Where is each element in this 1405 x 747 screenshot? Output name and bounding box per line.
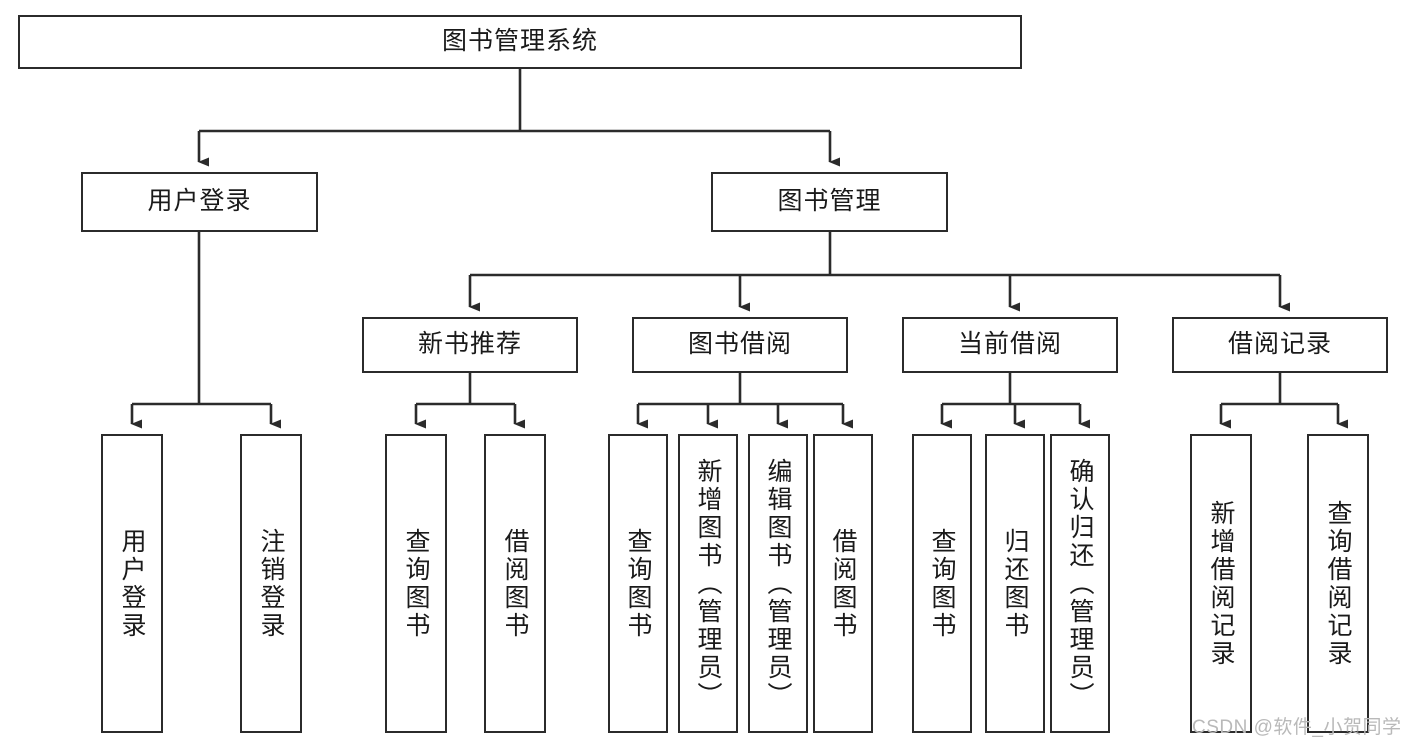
leaf-query-borrow-record-label: 查询借阅记录 [1324,499,1352,668]
leaf-add-book-admin[interactable]: 新增图书（管理员） [678,434,738,733]
leaf-borrow-book-newbook-label: 借阅图书 [501,527,529,640]
leaf-query-borrow-record[interactable]: 查询借阅记录 [1307,434,1369,733]
node-current-borrow[interactable]: 当前借阅 [902,317,1118,373]
node-user-login[interactable]: 用户登录 [81,172,318,232]
leaf-query-book-borrow[interactable]: 查询图书 [608,434,668,733]
node-book-management[interactable]: 图书管理 [711,172,948,232]
node-root[interactable]: 图书管理系统 [18,15,1022,69]
node-user-login-label: 用户登录 [147,187,252,216]
leaf-query-book-borrow-label: 查询图书 [624,527,652,640]
leaf-confirm-return-admin[interactable]: 确认归还（管理员） [1050,434,1110,733]
leaf-borrow-book-borrow-label: 借阅图书 [829,527,857,640]
leaf-add-book-admin-label: 新增图书（管理员） [694,457,722,710]
leaf-borrow-book-borrow[interactable]: 借阅图书 [813,434,873,733]
node-book-management-label: 图书管理 [777,187,882,216]
leaf-confirm-return-admin-label: 确认归还（管理员） [1066,457,1094,710]
node-new-book-recommend[interactable]: 新书推荐 [362,317,578,373]
leaf-query-book-newbook-label: 查询图书 [402,527,430,640]
leaf-logout[interactable]: 注销登录 [240,434,302,733]
node-current-borrow-label: 当前借阅 [957,330,1062,359]
leaf-query-book-current-label: 查询图书 [928,527,956,640]
leaf-borrow-book-newbook[interactable]: 借阅图书 [484,434,546,733]
leaf-user-login[interactable]: 用户登录 [101,434,163,733]
node-borrow-record[interactable]: 借阅记录 [1172,317,1388,373]
leaf-query-book-current[interactable]: 查询图书 [912,434,972,733]
node-book-borrow[interactable]: 图书借阅 [632,317,848,373]
node-new-book-recommend-label: 新书推荐 [417,330,522,359]
node-borrow-record-label: 借阅记录 [1227,330,1332,359]
leaf-add-borrow-record-label: 新增借阅记录 [1207,499,1235,668]
leaf-edit-book-admin[interactable]: 编辑图书（管理员） [748,434,808,733]
leaf-return-book-label: 归还图书 [1001,527,1029,640]
leaf-logout-label: 注销登录 [257,527,285,640]
leaf-query-book-newbook[interactable]: 查询图书 [385,434,447,733]
leaf-edit-book-admin-label: 编辑图书（管理员） [764,457,792,710]
node-root-label: 图书管理系统 [441,27,598,56]
leaf-add-borrow-record[interactable]: 新增借阅记录 [1190,434,1252,733]
leaf-user-login-label: 用户登录 [118,527,146,640]
node-book-borrow-label: 图书借阅 [687,330,792,359]
leaf-return-book[interactable]: 归还图书 [985,434,1045,733]
